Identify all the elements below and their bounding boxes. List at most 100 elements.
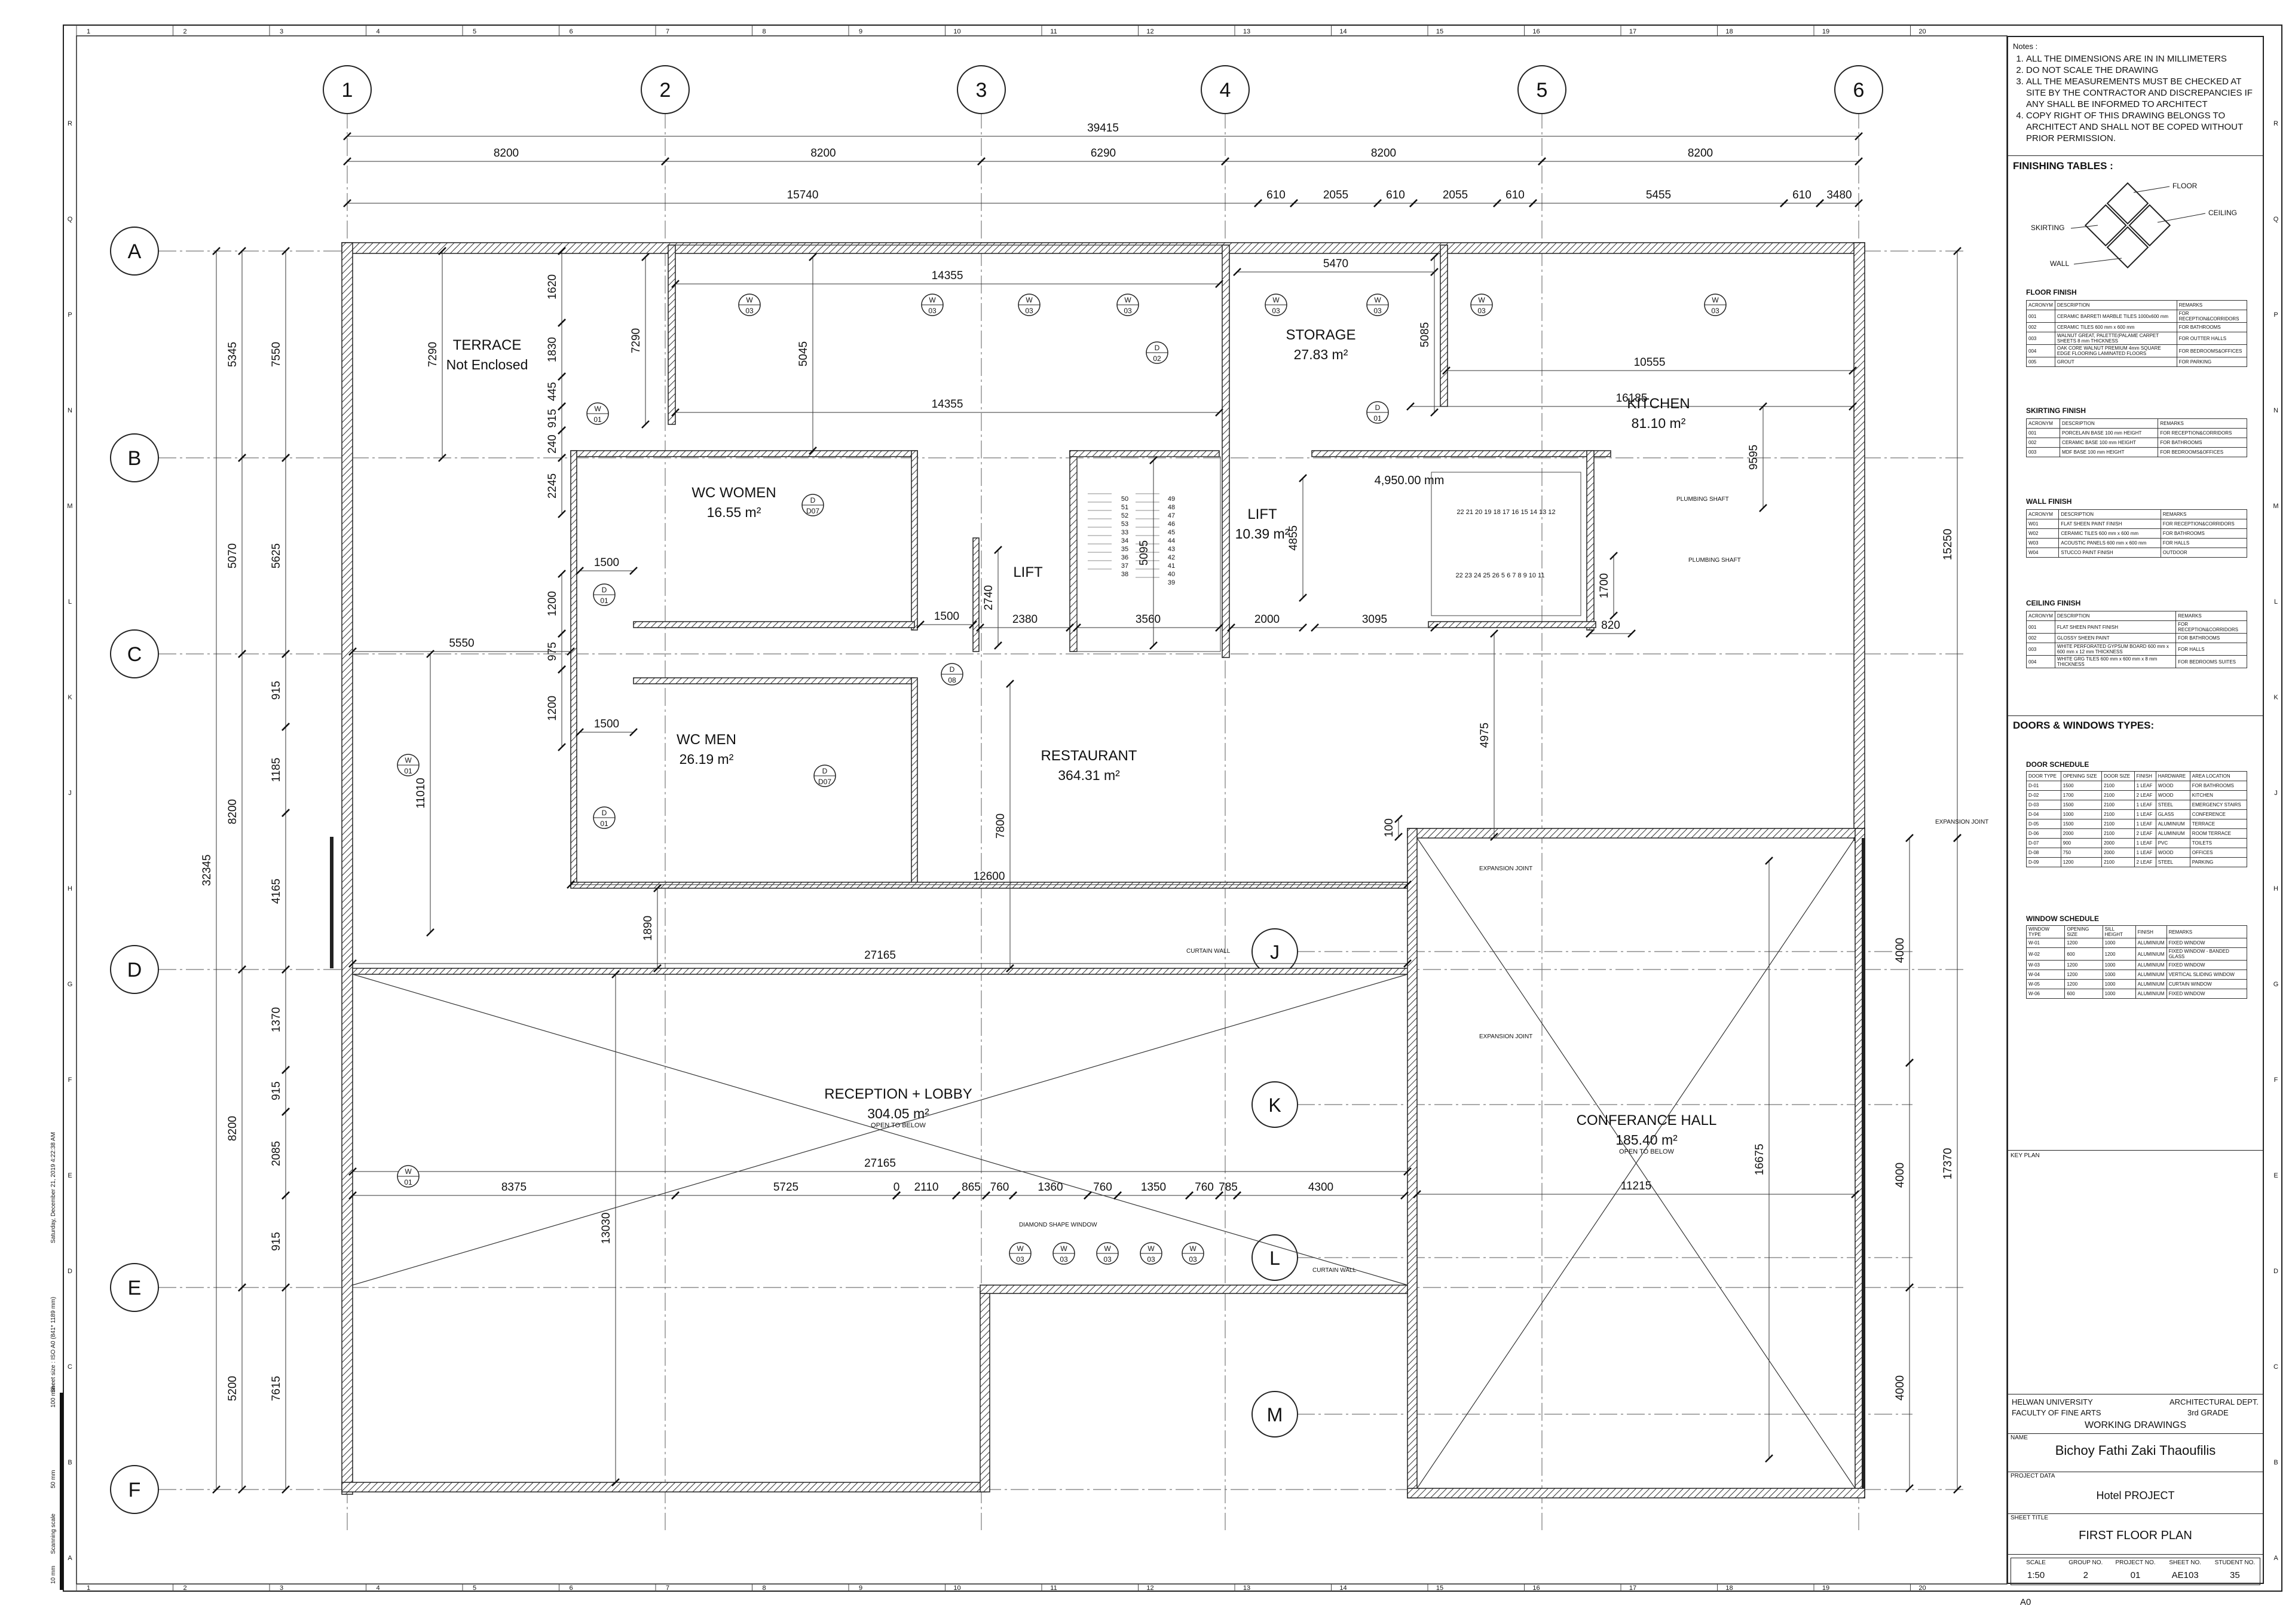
table-cell: 001 <box>2026 310 2055 323</box>
table-cell: W01 <box>2025 519 2060 529</box>
table-cell: ALUMINIUM <box>2135 969 2167 980</box>
stair-number: 45 <box>1168 529 1175 536</box>
dim-misc: 27165 <box>864 1157 896 1170</box>
table-cell: WOOD <box>2155 848 2190 858</box>
anno-plumbing1: PLUMBING SHAFT <box>1676 496 1729 503</box>
anno-plumbing2: PLUMBING SHAFT <box>1688 557 1741 564</box>
door-tag-type: D <box>822 767 828 775</box>
table-cell: 004 <box>2026 344 2055 357</box>
grid-label-extra: K <box>1268 1094 1281 1116</box>
grid-lines <box>158 111 1966 1530</box>
dim-misc-tick <box>641 253 650 261</box>
window-tag-number: 03 <box>1711 307 1719 315</box>
dim-conf: 4000 <box>1894 1375 1907 1400</box>
dim-misc-tick <box>1084 1191 1092 1200</box>
table-cell: D-08 <box>2026 848 2061 858</box>
window-tag-number: 03 <box>745 307 754 315</box>
dim-misc: 2000 <box>1254 613 1280 626</box>
table-cell: 2000 <box>2101 838 2135 848</box>
dim-misc: 1500 <box>934 610 959 623</box>
door-schedule-title: DOOR SCHEDULE <box>2026 760 2089 769</box>
window-tag-number: 03 <box>1016 1255 1024 1264</box>
dim-misc: 27165 <box>864 949 896 962</box>
window-tag-type: W <box>1272 296 1280 304</box>
dim-misc-tick <box>1215 408 1223 417</box>
dim-conf-tick <box>1905 1484 1914 1493</box>
border-letter-left: M <box>67 503 72 510</box>
dim-misc-tick <box>1233 1191 1241 1200</box>
window-tag-type: W <box>1478 296 1485 304</box>
border-letter-right: E <box>2273 1172 2278 1179</box>
dim-misc-tick <box>438 247 446 255</box>
table-cell: 002 <box>2026 322 2055 332</box>
window-tag-number: 03 <box>1477 307 1486 315</box>
table-cell: 2000 <box>2060 828 2103 839</box>
stair-number: 48 <box>1168 504 1175 511</box>
meta-h-project: PROJECT NO. <box>2115 1559 2156 1566</box>
stair-treads: 5051525333343536373849484746454443424140… <box>1088 493 1556 586</box>
dim-misc: 14355 <box>932 398 963 411</box>
table-cell: FOR RECEPTION&CORRIDORS <box>2176 310 2248 323</box>
ceiling-finish-title: CEILING FINISH <box>2026 599 2081 607</box>
dim-misc-tick <box>1759 504 1767 512</box>
dim-right-outer-tick <box>1953 247 1962 255</box>
table-cell: FOR BATHROOMS <box>2158 438 2247 448</box>
grid-label-row: A <box>128 240 142 263</box>
key-plan-label: KEY PLAN <box>2011 1152 2040 1159</box>
table-cell: 1000 <box>2102 938 2136 948</box>
dim-misc-tick <box>1006 680 1014 688</box>
dim-right-outer: 17370 <box>1942 1148 1954 1180</box>
dim-top-row-tick <box>1816 199 1824 207</box>
dim-misc-tick <box>1394 815 1403 823</box>
table-cell: 003 <box>2026 643 2055 656</box>
scanning-scale: Scanning scale <box>50 1513 57 1554</box>
table-cell: 005 <box>2026 357 2055 367</box>
dim-misc: 2110 <box>914 1181 939 1194</box>
dim-misc: 4975 <box>1479 723 1491 748</box>
border-number-top: 15 <box>1436 28 1443 35</box>
table-cell: CERAMIC BASE 100 mm HEIGHT <box>2060 438 2159 448</box>
table-cell: GLOSSY SHEEN PAINT <box>2054 633 2177 643</box>
grid-bubble-row <box>110 227 159 276</box>
dim-misc-tick <box>1403 880 1412 889</box>
window-tag-type: W <box>746 296 753 304</box>
border-letter-right: C <box>2273 1363 2278 1371</box>
doors-windows-title: DOORS & WINDOWS TYPES: <box>2013 720 2155 731</box>
room-name-lift1: LIFT <box>1013 564 1043 580</box>
table-cell: 900 <box>2060 838 2103 848</box>
dim-misc-tick <box>558 629 566 638</box>
table-cell: CERAMIC BARRETI MARBLE TILES 1000x600 mm <box>2054 310 2177 323</box>
stair-number: 33 <box>1121 529 1128 536</box>
table-cell: TOILETS <box>2189 838 2248 848</box>
window-tag-type: W <box>1712 296 1719 304</box>
dim-misc: 0 <box>893 1181 900 1194</box>
date-text: Saturday, December 21, 2019 4:22:38 AM <box>50 1131 57 1243</box>
room-name-lift2: LIFT <box>1247 506 1277 522</box>
dim-misc-tick <box>1609 611 1618 620</box>
table-cell: FIXED WINDOW - BANDED GLASS <box>2166 947 2248 961</box>
student-name: Bichoy Fathi Zaki Thaoufilis <box>2055 1443 2216 1458</box>
table-cell: 004 <box>2026 655 2055 668</box>
meta-sheet: AE103 <box>2171 1570 2199 1580</box>
table-cell: CONFERENCE <box>2189 809 2248 819</box>
table-cell: FLAT SHEEN PAINT FINISH <box>2054 620 2177 634</box>
wall-wc-left <box>570 450 577 888</box>
table-cell: D-01 <box>2026 781 2061 791</box>
table-header: ACRONYM <box>2026 300 2055 310</box>
border-letter-left: D <box>68 1268 72 1275</box>
table-header: OPENING SIZE <box>2064 925 2103 938</box>
diagram-skirting: SKIRTING <box>2031 224 2065 232</box>
door-tag-type: D <box>1155 344 1160 352</box>
room-name-restaurant: RESTAURANT <box>1041 748 1137 764</box>
window-tag-number: 03 <box>1025 307 1033 315</box>
dim-top-row: 15740 <box>787 189 819 201</box>
border-number-top: 8 <box>762 28 766 35</box>
grid-label-row: E <box>128 1277 142 1299</box>
wall-kitchen-core <box>1311 450 1611 457</box>
